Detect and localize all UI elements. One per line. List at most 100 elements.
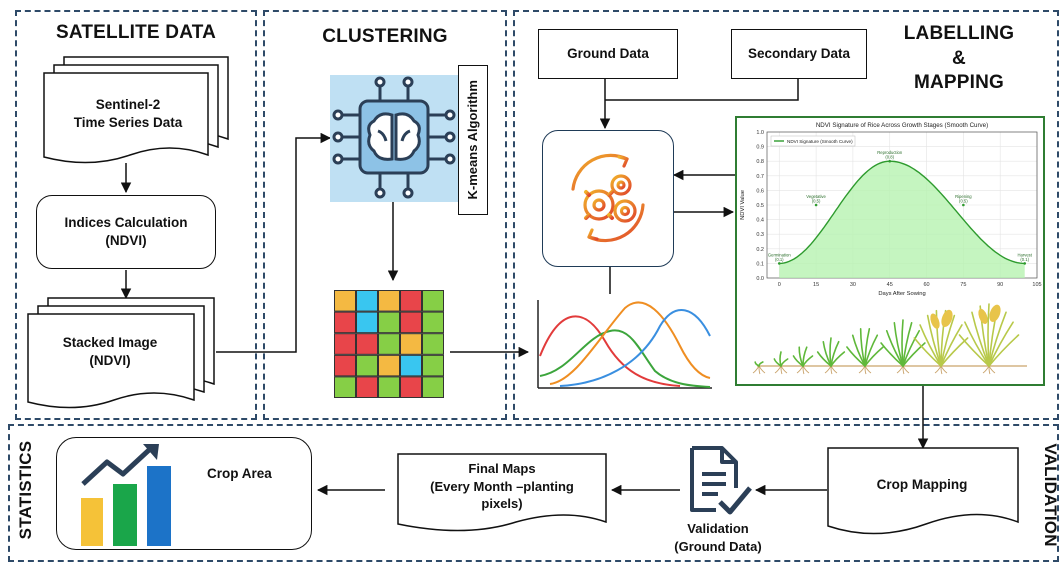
chart-annotation-value: (0.8) bbox=[885, 155, 894, 160]
rice-plant bbox=[816, 337, 846, 375]
cluster-cell bbox=[400, 333, 422, 355]
chart-y-tick: 0.7 bbox=[756, 174, 764, 180]
ndvi-chart: NDVI Signature of Rice Across Growth Sta… bbox=[740, 122, 1042, 375]
chart-y-tick: 0.8 bbox=[756, 159, 764, 165]
chart-x-tick: 105 bbox=[1032, 282, 1041, 288]
chart-y-label: NDVI Value bbox=[740, 190, 746, 220]
final-maps-doc bbox=[397, 453, 607, 532]
chart-point bbox=[962, 203, 965, 207]
validation-document-icon bbox=[690, 446, 752, 515]
cluster-cell bbox=[400, 376, 422, 399]
chart-x-tick: 30 bbox=[850, 282, 856, 288]
crop-mapping-doc bbox=[827, 447, 1019, 535]
ground-data-box: Ground Data bbox=[538, 29, 678, 79]
chart-x-label: Days After Sowing bbox=[878, 291, 925, 297]
cluster-cell bbox=[334, 354, 356, 377]
chart-annotation: Ripening bbox=[955, 194, 972, 199]
cluster-cell bbox=[356, 376, 378, 399]
cluster-cell bbox=[378, 333, 400, 355]
chart-y-tick: 0.5 bbox=[756, 203, 764, 209]
chart-y-tick: 0.9 bbox=[756, 145, 764, 151]
chart-title: NDVI Signature of Rice Across Growth Sta… bbox=[816, 122, 988, 129]
phenology-curves-plot bbox=[537, 300, 712, 389]
rice-plant bbox=[880, 319, 926, 375]
chart-x-tick: 45 bbox=[887, 282, 893, 288]
chart-y-tick: 1.0 bbox=[756, 130, 764, 136]
chart-point bbox=[1023, 262, 1027, 265]
clustering-panel bbox=[263, 10, 507, 420]
rice-plant bbox=[846, 328, 884, 375]
cluster-cell bbox=[356, 290, 378, 312]
kmeans-brain-icon bbox=[330, 75, 458, 202]
secondary-data-box: Secondary Data bbox=[731, 29, 867, 79]
indices-label: Indices Calculation (NDVI) bbox=[64, 214, 188, 248]
cluster-cell bbox=[378, 311, 400, 334]
chart-annotation-value: (0.5) bbox=[812, 199, 821, 204]
cluster-cell bbox=[378, 354, 400, 377]
chart-y-tick: 0.4 bbox=[756, 218, 764, 224]
crop-area-label: Crop Area bbox=[207, 466, 272, 481]
cluster-cell bbox=[422, 290, 444, 312]
chart-series-line bbox=[779, 160, 1025, 265]
kmeans-algorithm-label-box: K-means Algorithm bbox=[458, 65, 488, 215]
chart-annotation-value: (0.1) bbox=[1020, 257, 1029, 262]
processing-gears-box bbox=[542, 130, 674, 267]
bar-chart-growth-icon bbox=[81, 444, 171, 546]
labelling-panel bbox=[513, 10, 1059, 420]
chart-x-tick: 15 bbox=[813, 282, 819, 288]
chart-x-tick: 75 bbox=[960, 282, 966, 288]
cluster-cell bbox=[378, 376, 400, 399]
chart-annotation-value: (0.1) bbox=[775, 257, 784, 262]
chart-x-tick: 90 bbox=[997, 282, 1003, 288]
sentinel-doc-stack bbox=[43, 56, 229, 164]
cluster-cell bbox=[378, 290, 400, 312]
chart-y-tick: 0.1 bbox=[756, 261, 764, 267]
chart-point bbox=[777, 262, 781, 265]
chart-annotation-value: (0.5) bbox=[959, 199, 968, 204]
gears-cycle-icon bbox=[571, 153, 645, 243]
cluster-grid bbox=[334, 290, 444, 399]
cluster-cell bbox=[356, 354, 378, 377]
cluster-cell bbox=[356, 311, 378, 334]
validation-label: Validation (Ground Data) bbox=[674, 521, 762, 554]
clustering-title: CLUSTERING bbox=[322, 26, 448, 47]
bottom-panel bbox=[8, 424, 1059, 562]
secondary-data-label: Secondary Data bbox=[747, 45, 851, 61]
chart-annotation: Germination bbox=[768, 252, 791, 257]
chart-y-tick: 0.0 bbox=[756, 276, 764, 282]
sentinel-label: Sentinel-2 Time Series Data bbox=[73, 97, 183, 131]
chart-x-tick: 60 bbox=[923, 282, 929, 288]
cluster-cell bbox=[400, 290, 422, 312]
indices-calculation-box: Indices Calculation (NDVI) bbox=[36, 195, 216, 269]
chart-annotation: Vegetative bbox=[806, 194, 826, 199]
stacked-label: Stacked Image (NDVI) bbox=[62, 335, 158, 369]
ground-data-label: Ground Data bbox=[567, 45, 649, 61]
rice-plant bbox=[913, 309, 969, 375]
chart-legend-label: NDVI Signature (Smooth Curve) bbox=[787, 139, 853, 144]
cluster-cell bbox=[422, 354, 444, 377]
cluster-cell bbox=[400, 354, 422, 377]
cluster-cell bbox=[334, 333, 356, 355]
chart-y-tick: 0.2 bbox=[756, 247, 764, 253]
cluster-cell bbox=[422, 333, 444, 355]
crop-area-box: Crop Area bbox=[56, 437, 312, 550]
cluster-cell bbox=[422, 376, 444, 399]
satellite-data-title: SATELLITE DATA bbox=[55, 22, 217, 43]
chart-x-tick: 0 bbox=[778, 282, 781, 288]
satellite-data-panel bbox=[15, 10, 257, 420]
arrow-stacked-to-kmeans bbox=[216, 132, 332, 353]
labelling-title-line2: MAPPING bbox=[913, 72, 1005, 94]
arrow-secondary-to-gears bbox=[605, 78, 799, 101]
cluster-cell bbox=[356, 333, 378, 355]
rice-plant bbox=[958, 303, 1020, 375]
rice-plant bbox=[752, 361, 766, 375]
rice-plant bbox=[773, 351, 789, 375]
chart-y-tick: 0.6 bbox=[756, 188, 764, 194]
labelling-title: LABELLING & MAPPING bbox=[884, 22, 1034, 96]
labelling-title-line1: LABELLING bbox=[903, 23, 1015, 44]
labelling-title-amp: & bbox=[952, 47, 966, 69]
final-maps-label: Final Maps (Every Month –planting pixels… bbox=[430, 461, 574, 512]
chart-legend bbox=[770, 135, 856, 147]
kmeans-algorithm-label: K-means Algorithm bbox=[465, 80, 481, 200]
